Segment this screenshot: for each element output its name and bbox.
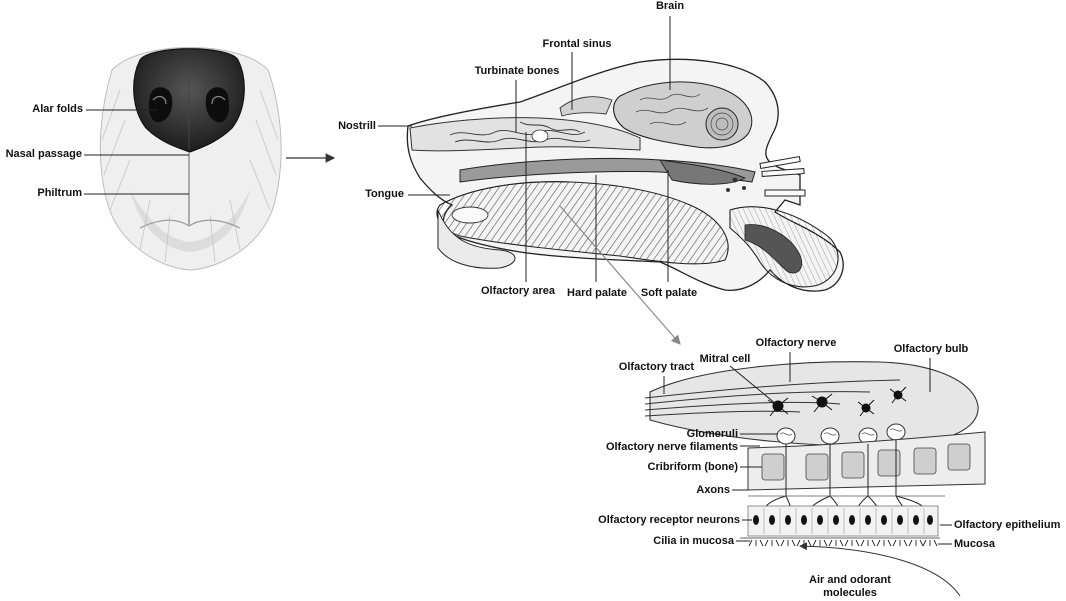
label-axons: Axons xyxy=(680,484,730,497)
label-olfactory-nerve: Olfactory nerve xyxy=(746,337,846,350)
dog-nose-front-view xyxy=(100,48,281,271)
label-cribriform: Cribriform (bone) xyxy=(600,461,738,474)
label-olfactory-receptor-neurons: Olfactory receptor neurons xyxy=(560,514,740,527)
label-cilia-in-mucosa: Cilia in mucosa xyxy=(620,535,734,548)
olfactory-bulb-detail xyxy=(645,362,985,596)
label-brain: Brain xyxy=(640,0,700,13)
label-soft-palate: Soft palate xyxy=(632,287,706,300)
label-mucosa: Mucosa xyxy=(954,538,1024,551)
label-philtrum: Philtrum xyxy=(10,187,82,200)
label-olfactory-tract: Olfactory tract xyxy=(600,361,694,374)
label-alar-folds: Alar folds xyxy=(10,103,83,116)
label-mitral-cell: Mitral cell xyxy=(690,353,760,366)
label-hard-palate: Hard palate xyxy=(560,287,634,300)
label-nasal-passage: Nasal passage xyxy=(0,148,82,161)
head-sagittal-section xyxy=(407,59,843,291)
label-nostrill: Nostrill xyxy=(310,120,376,133)
label-air-odorant-2: molecules xyxy=(790,587,910,600)
label-frontal-sinus: Frontal sinus xyxy=(532,38,622,51)
label-turbinate-bones: Turbinate bones xyxy=(462,65,572,78)
label-glomeruli: Glomeruli xyxy=(650,428,738,441)
label-olfactory-area: Olfactory area xyxy=(468,285,568,298)
label-air-odorant-1: Air and odorant xyxy=(790,574,910,587)
label-olfactory-nerve-filaments: Olfactory nerve filaments xyxy=(560,441,738,454)
label-olfactory-bulb: Olfactory bulb xyxy=(884,343,978,356)
label-olfactory-epithelium: Olfactory epithelium xyxy=(954,519,1064,532)
label-tongue: Tongue xyxy=(340,188,404,201)
